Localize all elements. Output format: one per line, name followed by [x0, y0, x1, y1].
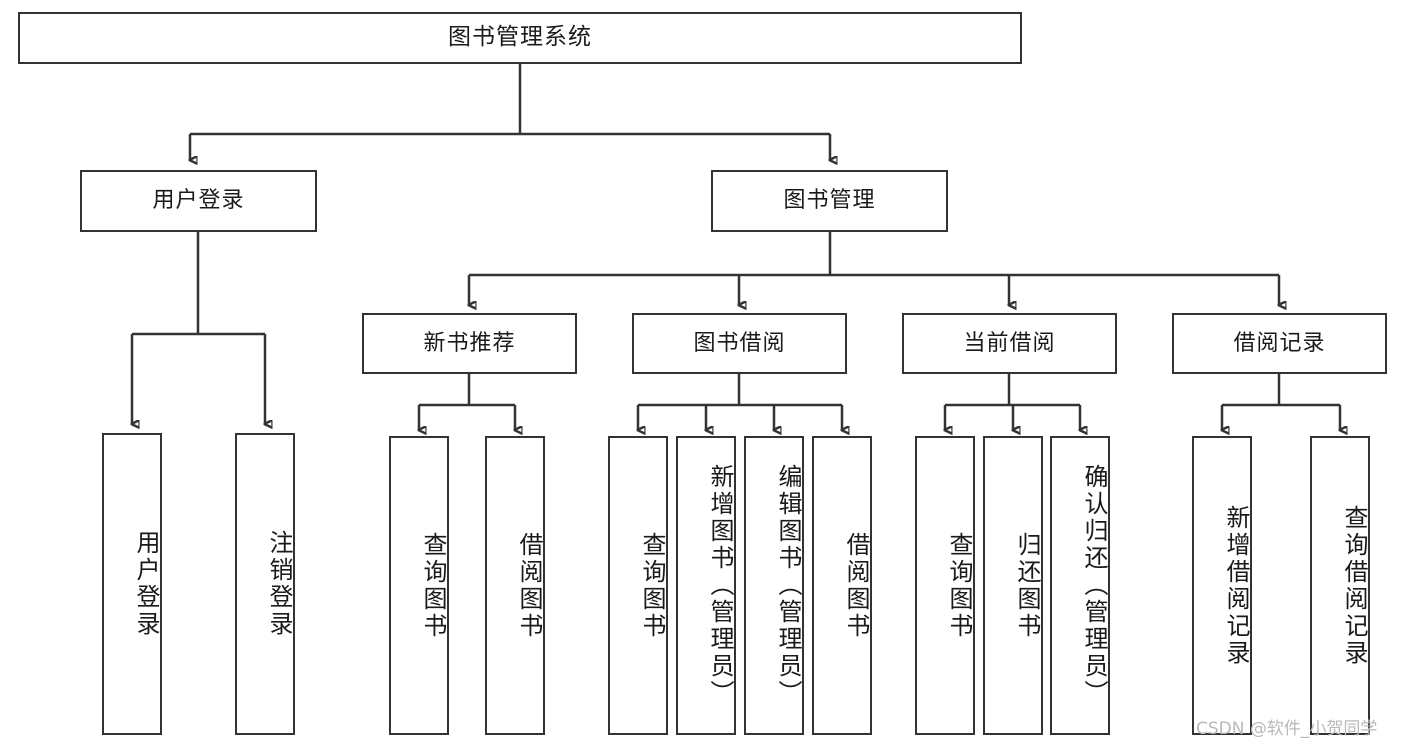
- node-label: 归还图书: [1013, 531, 1041, 640]
- node-label: 用户登录: [152, 188, 245, 214]
- node-label: 新书推荐: [423, 330, 516, 356]
- node-label: 当前借阅: [963, 330, 1056, 356]
- node-label: 借阅记录: [1233, 330, 1326, 356]
- node-root-book-management-system[interactable]: 图书管理系统: [18, 12, 1022, 64]
- node-new-book-recommend[interactable]: 新书推荐: [362, 313, 577, 374]
- node-book-borrow[interactable]: 图书借阅: [632, 313, 847, 374]
- node-leaf-return-book[interactable]: 归还图书: [983, 436, 1043, 735]
- node-label: 查询图书: [638, 531, 666, 640]
- node-label: 图书管理: [783, 188, 876, 214]
- node-label: 新增图书（管理员）: [706, 464, 734, 707]
- node-label: 编辑图书（管理员）: [774, 464, 802, 707]
- node-current-borrow[interactable]: 当前借阅: [902, 313, 1117, 374]
- node-label: 新增借阅记录: [1222, 504, 1250, 667]
- node-leaf-confirm-return[interactable]: 确认归还（管理员）: [1050, 436, 1110, 735]
- node-label: 图书借阅: [693, 330, 786, 356]
- node-leaf-borrow-book-1[interactable]: 借阅图书: [485, 436, 545, 735]
- node-leaf-user-login[interactable]: 用户登录: [102, 433, 162, 735]
- node-label: 图书管理系统: [448, 24, 592, 51]
- node-label: 查询图书: [419, 531, 447, 640]
- node-leaf-logout-login[interactable]: 注销登录: [235, 433, 295, 735]
- node-label: 注销登录: [265, 530, 293, 638]
- node-leaf-query-book-1[interactable]: 查询图书: [389, 436, 449, 735]
- node-label: 确认归还（管理员）: [1080, 464, 1108, 707]
- node-leaf-add-book[interactable]: 新增图书（管理员）: [676, 436, 736, 735]
- node-leaf-borrow-book-2[interactable]: 借阅图书: [812, 436, 872, 735]
- node-leaf-query-book-3[interactable]: 查询图书: [915, 436, 975, 735]
- node-book-manage[interactable]: 图书管理: [711, 170, 948, 232]
- node-borrow-record[interactable]: 借阅记录: [1172, 313, 1387, 374]
- node-leaf-add-record[interactable]: 新增借阅记录: [1192, 436, 1252, 735]
- node-label: 查询借阅记录: [1340, 504, 1368, 667]
- node-user-login[interactable]: 用户登录: [80, 170, 317, 232]
- node-leaf-query-record[interactable]: 查询借阅记录: [1310, 436, 1370, 735]
- node-leaf-query-book-2[interactable]: 查询图书: [608, 436, 668, 735]
- node-label: 借阅图书: [515, 531, 543, 640]
- node-label: 借阅图书: [842, 531, 870, 640]
- node-leaf-edit-book[interactable]: 编辑图书（管理员）: [744, 436, 804, 735]
- node-label: 查询图书: [945, 531, 973, 640]
- node-label: 用户登录: [132, 530, 160, 638]
